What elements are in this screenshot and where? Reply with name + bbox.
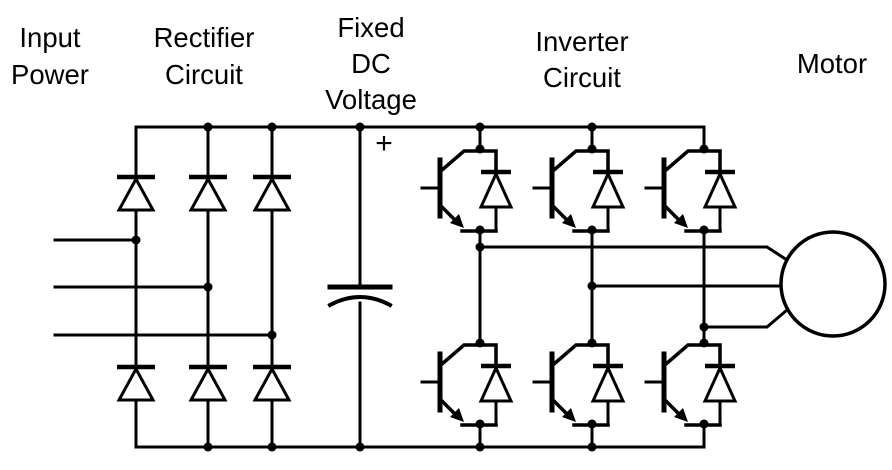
diode-icon [253, 367, 291, 400]
diode-icon [117, 177, 155, 210]
motor-line-phase-u [478, 245, 790, 263]
igbt-icon [534, 145, 623, 235]
motor-circle [779, 230, 887, 338]
label-input-power-line1: Input [19, 22, 81, 53]
igbt-icon [646, 145, 735, 235]
motor-line-phase-w [702, 307, 790, 329]
label-dc-bus-line3: Voltage [325, 84, 417, 115]
label-input-power-line2: Power [11, 59, 89, 90]
label-motor: Motor [797, 48, 867, 79]
diode-icon [253, 177, 291, 210]
diode-icon [117, 367, 155, 400]
diode-icon [189, 367, 227, 400]
input-power-lines [53, 238, 274, 337]
diode-icon [189, 177, 227, 210]
section-labels: Input Power Rectifier Circuit Fixed DC V… [11, 12, 867, 160]
igbt-icon [646, 339, 735, 429]
label-dc-bus-line2: DC [351, 48, 391, 79]
label-inverter-line2: Circuit [543, 62, 621, 93]
label-dc-bus-line1: Fixed [337, 12, 404, 43]
motor-phase-lines [478, 245, 790, 329]
igbt-icon [422, 145, 511, 235]
label-inverter-line1: Inverter [535, 26, 628, 57]
junction-dots [131, 122, 709, 452]
label-rectifier-line1: Rectifier [154, 22, 255, 53]
igbt-icon [534, 339, 623, 429]
dc-link-capacitor [327, 125, 393, 449]
label-rectifier-line2: Circuit [165, 59, 243, 90]
dc-plus-sign: + [375, 127, 393, 160]
igbt-icon [422, 339, 511, 429]
